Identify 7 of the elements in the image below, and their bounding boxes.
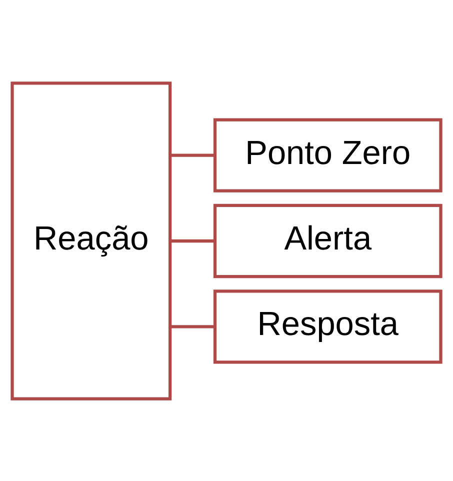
node-box: Reação <box>10 81 172 400</box>
node-box: Alerta <box>213 203 442 278</box>
node-box: Ponto Zero <box>213 118 442 192</box>
connector <box>170 324 215 328</box>
connector <box>170 238 215 242</box>
connector <box>170 153 215 156</box>
node-box: Resposta <box>213 289 442 364</box>
